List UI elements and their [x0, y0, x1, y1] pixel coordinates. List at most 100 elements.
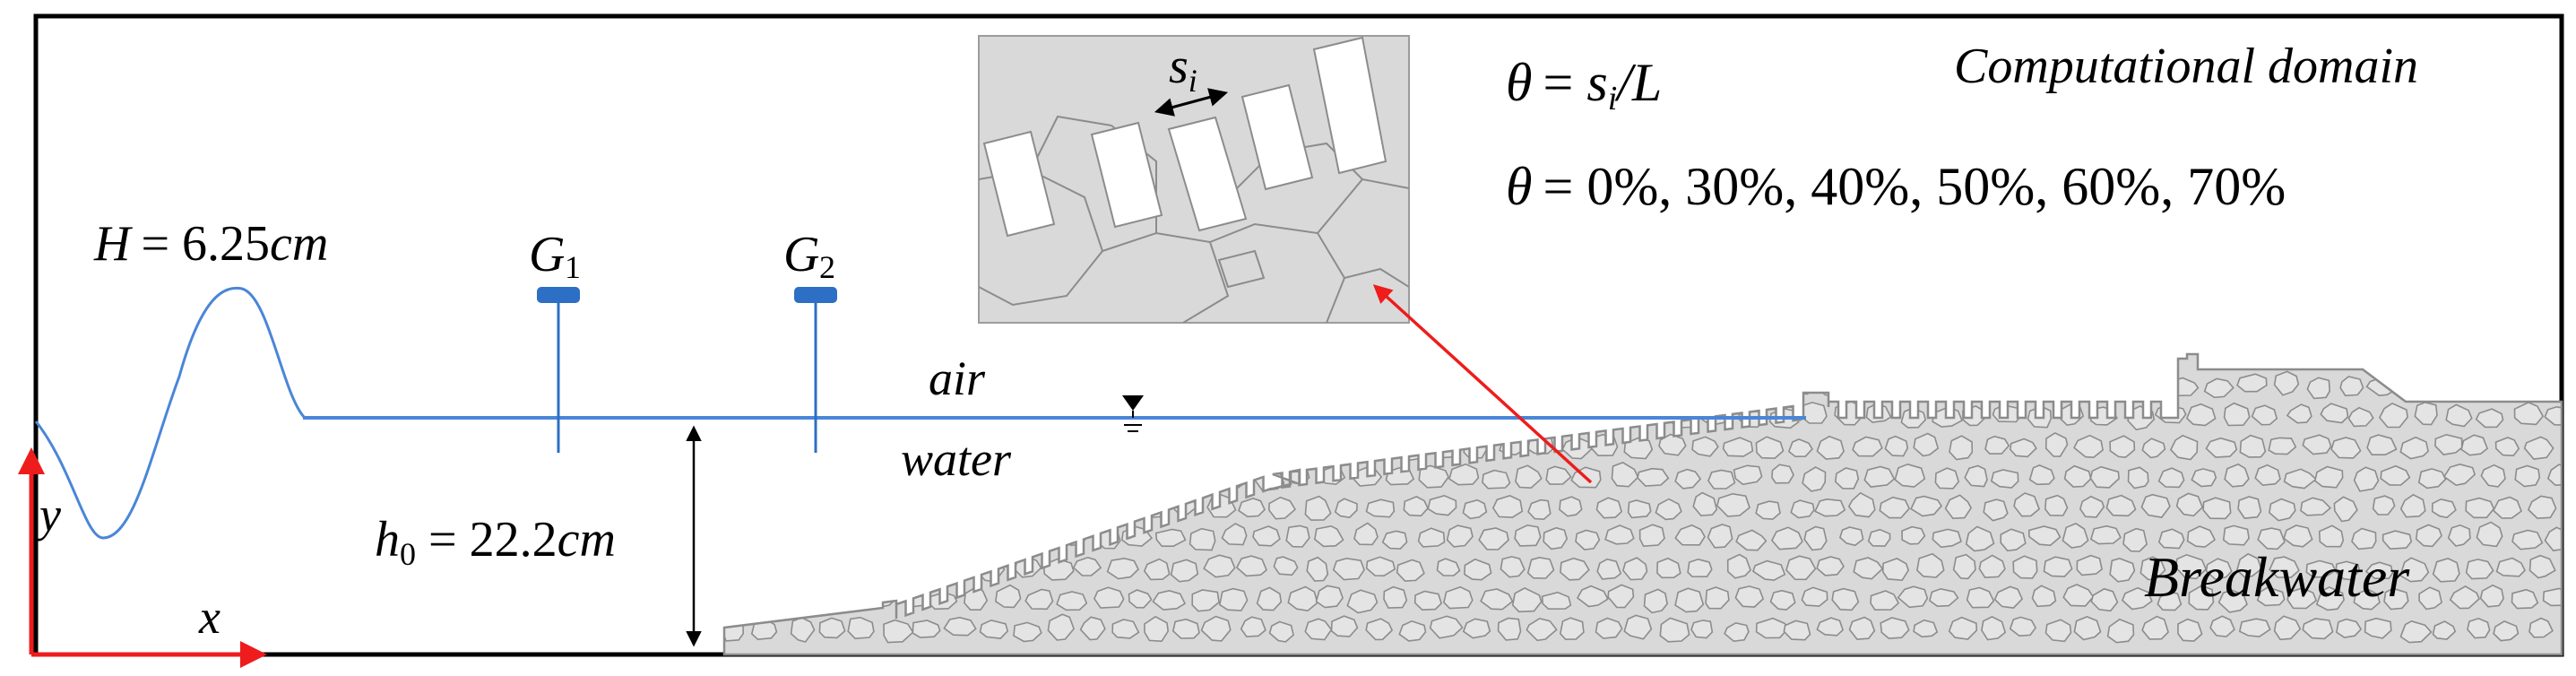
rock-stone: [1403, 496, 1429, 517]
rock-stone: [1383, 585, 1408, 609]
rock-stone: [1350, 405, 1384, 426]
rock-stone: [2318, 524, 2345, 548]
rock-stone: [1365, 618, 1394, 641]
rock-stone: [1560, 557, 1590, 581]
rock-stone: [2224, 463, 2250, 488]
rock-stone: [1240, 375, 1266, 395]
rock-stone: [2366, 434, 2398, 456]
rock-stone: [1514, 524, 1542, 547]
rock-stone: [1559, 617, 1585, 640]
rock-stone: [1029, 466, 1059, 490]
rock-stone: [1478, 527, 1509, 550]
rock-stone: [1191, 464, 1221, 484]
rock-stone: [2447, 524, 2471, 547]
rock-stone: [1543, 526, 1569, 550]
rock-stone: [2493, 620, 2520, 642]
rock-stone: [1047, 613, 1076, 641]
rock-stone: [1707, 524, 1733, 549]
rock-stone: [752, 493, 777, 518]
rock-stone: [1128, 589, 1153, 609]
rock-stone: [1627, 371, 1656, 394]
rock-stone: [2333, 496, 2358, 523]
rock-stone: [1658, 433, 1687, 456]
rock-stone: [1240, 438, 1265, 458]
rock-stone: [2461, 373, 2485, 395]
rock-stone: [2399, 493, 2426, 518]
rock-stone: [2122, 527, 2148, 552]
rock-stone: [2089, 524, 2122, 545]
rock-stone: [1320, 403, 1351, 424]
rock-stone: [1365, 556, 1396, 577]
rock-stone: [1285, 524, 1310, 548]
rock-stone: [2157, 528, 2185, 550]
rock-stone: [1734, 585, 1765, 608]
rock-stone: [2544, 526, 2562, 551]
rock-stone: [1013, 494, 1043, 517]
rock-stone: [847, 436, 876, 461]
rock-stone: [2009, 616, 2037, 637]
rock-stone: [2127, 466, 2149, 490]
rock-stone: [1979, 374, 2010, 400]
rock-stone: [1515, 464, 1543, 490]
gauge-g1-letter: G: [529, 227, 565, 282]
rock-stone: [1990, 469, 2019, 489]
rock-stone: [2010, 375, 2037, 397]
rock-stone: [1770, 526, 1803, 550]
rock-stone: [2013, 492, 2041, 517]
domain-title: Computational domain: [1954, 39, 2418, 94]
rock-stone: [1417, 527, 1446, 548]
rock-stone: [1111, 372, 1138, 394]
rock-stone: [724, 560, 748, 582]
rock-stone: [2268, 437, 2297, 455]
rock-stone: [1040, 370, 1073, 395]
water-label: water: [901, 432, 1012, 486]
rock-stone: [2432, 620, 2457, 640]
rock-stone: [1304, 495, 1332, 521]
rock-stone: [2465, 559, 2494, 580]
rock-stone: [1910, 495, 1942, 517]
rock-stone: [2028, 464, 2055, 486]
rock-stone: [724, 437, 750, 456]
rock-stone: [2106, 618, 2135, 644]
rock-stone: [2479, 584, 2504, 608]
rock-stone: [2269, 498, 2296, 522]
rock-stone: [1981, 616, 2007, 641]
rock-stone: [2203, 377, 2235, 399]
rock-stone: [1235, 555, 1267, 577]
rock-stone: [2415, 524, 2442, 548]
rock-stone: [820, 491, 848, 517]
rock-stone: [2205, 558, 2233, 580]
rock-stone: [1267, 496, 1297, 520]
incident-wave-profile: [34, 286, 307, 540]
rock-stone: [1638, 524, 1665, 548]
rock-stone: [2040, 370, 2067, 398]
rock-stone: [1511, 587, 1543, 613]
rock-stone: [1656, 557, 1681, 579]
rock-stone: [2460, 434, 2489, 456]
rock-stone: [2217, 589, 2248, 613]
rock-stone: [898, 526, 929, 547]
rock-stone: [1078, 371, 1103, 395]
rock-stone: [1863, 465, 1896, 488]
rock-stone: [2121, 586, 2153, 611]
rock-stone: [2475, 408, 2504, 429]
rock-stone: [1853, 557, 1884, 580]
rock-stone: [1093, 586, 1125, 609]
rock-stone: [2353, 466, 2380, 492]
rock-stone: [2256, 586, 2286, 607]
rock-stone: [1089, 404, 1118, 427]
rock-stone: [1268, 620, 1294, 643]
rock-stone: [1755, 436, 1785, 460]
rock-stone: [1707, 469, 1736, 490]
rock-stone: [1446, 524, 1474, 548]
rock-stone: [1831, 587, 1860, 611]
rock-stone: [1964, 464, 1988, 488]
rock-stone: [2186, 525, 2217, 548]
rock-stone: [1024, 588, 1054, 611]
rock-stone: [2382, 530, 2413, 550]
rock-stone: [835, 526, 867, 546]
rock-stone: [1174, 376, 1203, 402]
rock-stone: [1330, 615, 1359, 637]
rock-stone: [1545, 465, 1572, 485]
rock-stone: [790, 617, 816, 643]
